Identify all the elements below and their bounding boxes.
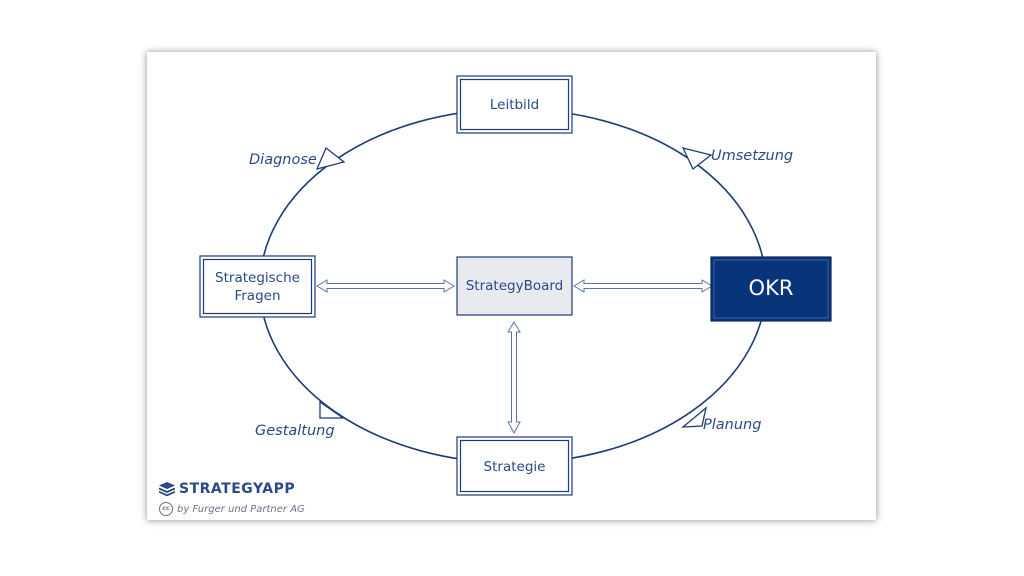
- strategie-node: Strategie: [456, 436, 573, 496]
- strategie-label: Strategie: [484, 459, 546, 475]
- strategyapp-logo: STRATEGYAPP: [159, 481, 295, 497]
- strategyboard-node: StrategyBoard: [456, 256, 573, 316]
- strategische-fragen-label-line2: Fragen: [234, 288, 280, 304]
- brand-name: STRATEGYAPP: [179, 481, 296, 497]
- strategische-fragen-label-line1: Strategische: [215, 270, 300, 286]
- creative-commons-icon: cc: [159, 502, 173, 516]
- board-okr-double-arrow-icon: [573, 279, 713, 293]
- diagnose-label: Diagnose: [249, 152, 317, 168]
- okr-label: OKR: [749, 276, 794, 300]
- strategy-cycle-diagram: Leitbild Strategische Fragen StrategyBoa…: [199, 75, 832, 496]
- planung-label: Planung: [703, 417, 761, 433]
- gestaltung-label: Gestaltung: [255, 423, 335, 439]
- umsetzung-label: Umsetzung: [711, 148, 793, 164]
- leitbild-node: Leitbild: [456, 75, 573, 134]
- copyright-text: by Furger und Partner AG: [177, 503, 305, 515]
- strategyboard-label: StrategyBoard: [466, 278, 564, 294]
- layers-icon: [159, 482, 175, 496]
- diagnose-arrow-icon: [315, 146, 346, 170]
- planung-arrow-icon: [681, 406, 708, 428]
- okr-node: OKR: [710, 256, 832, 322]
- gestaltung-arrow-icon: [319, 400, 346, 419]
- diagram-card: Leitbild Strategische Fragen StrategyBoa…: [147, 52, 876, 520]
- fragen-board-double-arrow-icon: [316, 279, 455, 293]
- copyright-line: cc by Furger und Partner AG: [159, 502, 305, 516]
- strategische-fragen-node: Strategische Fragen: [199, 255, 316, 318]
- leitbild-label: Leitbild: [490, 97, 539, 113]
- board-strategie-double-arrow-icon: [507, 321, 521, 435]
- umsetzung-arrow-icon: [681, 147, 713, 171]
